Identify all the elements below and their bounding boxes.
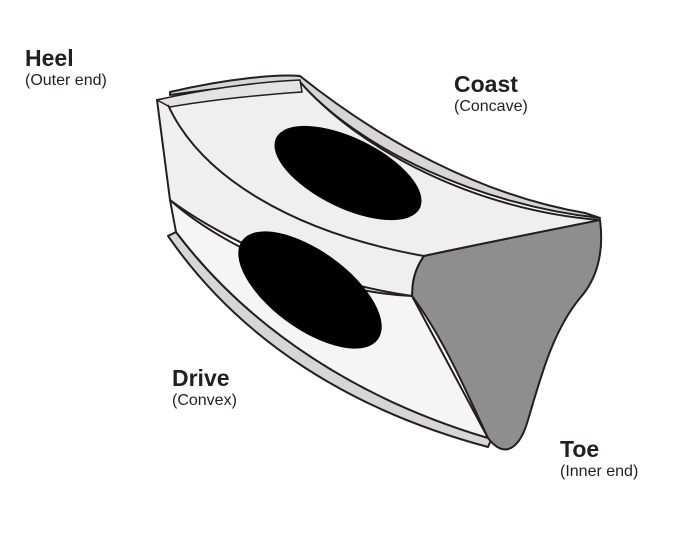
- drive-contact-pattern: [238, 231, 382, 349]
- heel-title: Heel: [25, 45, 74, 71]
- toe-title: Toe: [560, 436, 600, 462]
- coast-contact-pattern: [274, 125, 422, 221]
- drive-title: Drive: [172, 365, 230, 391]
- coast-label: Coast (Concave): [454, 71, 528, 117]
- heel-label: Heel (Outer end): [25, 45, 107, 91]
- tooth-heel-bevel: [156, 79, 303, 108]
- tooth-toe-face: [411, 219, 603, 451]
- coast-subtitle: (Concave): [454, 98, 528, 116]
- drive-label: Drive (Convex): [172, 365, 237, 411]
- toe-subtitle: (Inner end): [560, 463, 639, 481]
- drive-subtitle: (Convex): [172, 392, 237, 410]
- tooth-ridge-line: [167, 104, 425, 257]
- toe-label: Toe (Inner end): [560, 436, 638, 482]
- heel-subtitle: (Outer end): [25, 72, 107, 90]
- coast-title: Coast: [454, 71, 518, 97]
